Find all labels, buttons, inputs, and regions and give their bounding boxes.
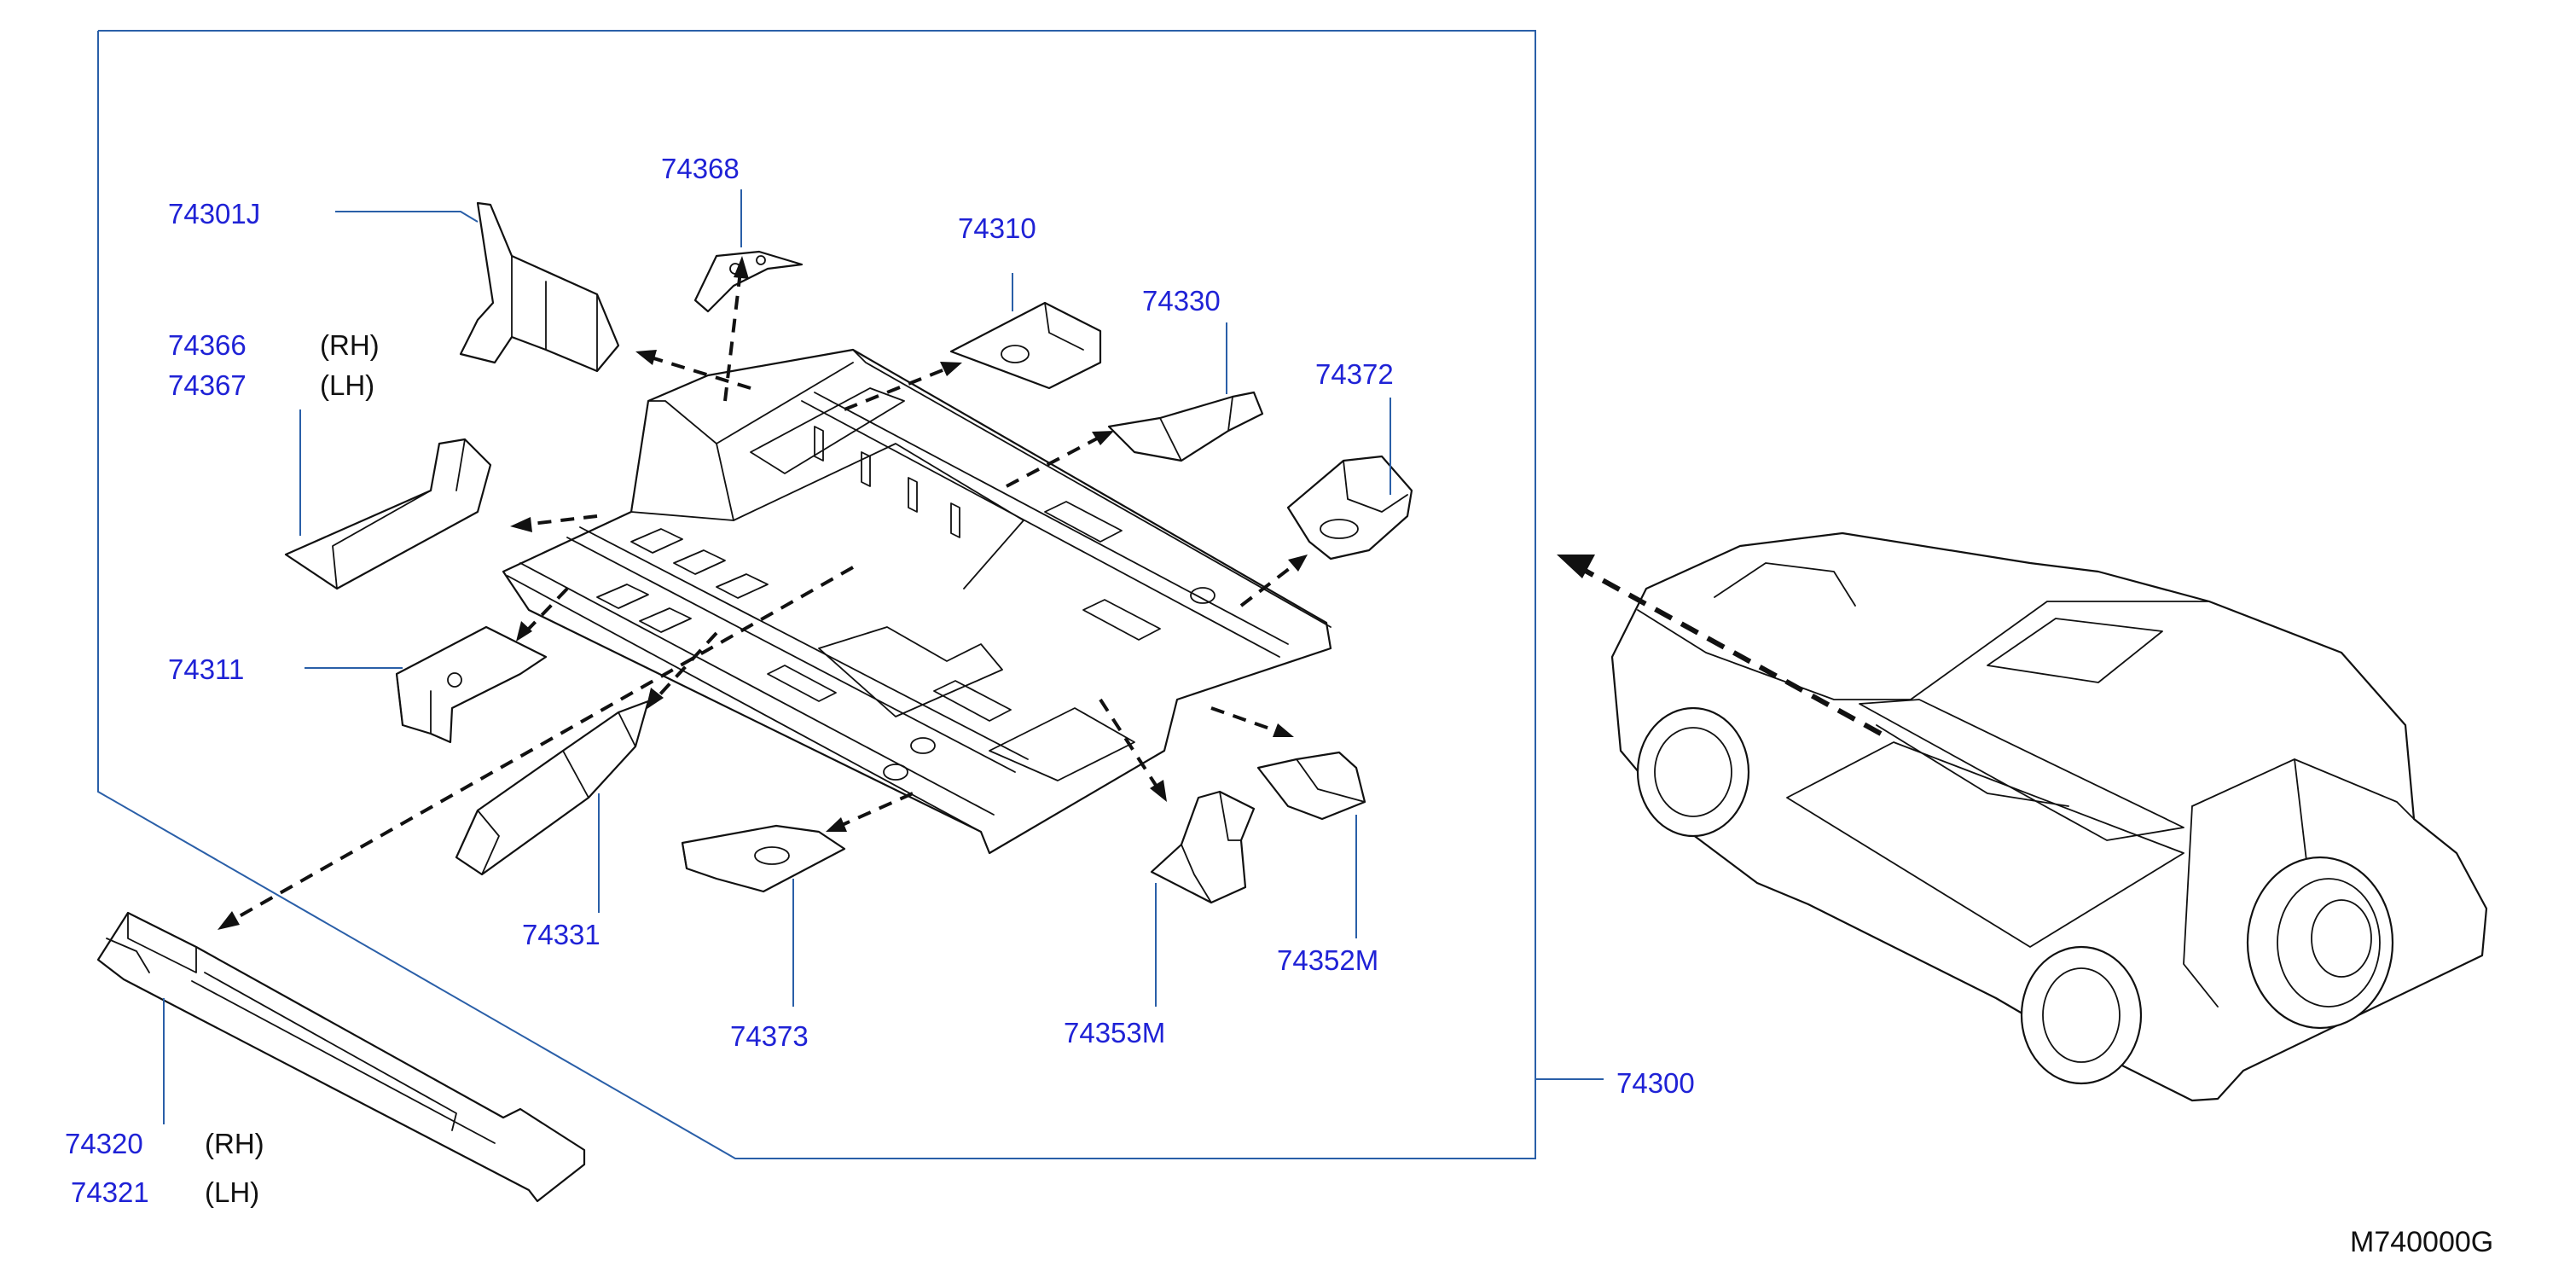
label-74373[interactable]: 74373 xyxy=(730,1020,809,1052)
label-74367[interactable]: 74367 xyxy=(168,369,247,401)
label-74311[interactable]: 74311 xyxy=(168,653,244,685)
side-74367: (LH) xyxy=(320,369,374,401)
part-74311-drawing xyxy=(395,625,548,744)
rear-floor-panel-drawing xyxy=(502,348,1332,855)
diagram-code: M740000G xyxy=(2350,1226,2493,1258)
part-74366-drawing xyxy=(284,438,492,590)
part-74330-drawing xyxy=(1107,391,1264,462)
side-74320: (RH) xyxy=(205,1128,264,1159)
label-74372[interactable]: 74372 xyxy=(1315,358,1394,390)
label-74331[interactable]: 74331 xyxy=(522,919,600,950)
part-74320-drawing xyxy=(96,911,586,1203)
part-74372-drawing xyxy=(1286,455,1413,560)
part-74331-drawing xyxy=(455,700,650,876)
part-74301J-drawing xyxy=(459,201,620,373)
part-74373-drawing xyxy=(681,824,846,893)
part-74310-drawing xyxy=(949,301,1102,390)
part-74368-drawing xyxy=(693,250,804,313)
side-74321: (LH) xyxy=(205,1176,259,1208)
label-74366[interactable]: 74366 xyxy=(168,329,247,361)
label-74368[interactable]: 74368 xyxy=(661,153,740,184)
label-74320[interactable]: 74320 xyxy=(65,1128,143,1159)
label-74300[interactable]: 74300 xyxy=(1616,1067,1695,1099)
part-74353M-drawing xyxy=(1150,790,1256,904)
leader-lines xyxy=(163,189,1604,1124)
assembly-boundary xyxy=(97,30,1536,1159)
label-74352M[interactable]: 74352M xyxy=(1277,944,1378,976)
label-74301J[interactable]: 74301J xyxy=(168,198,260,229)
explosion-arrows xyxy=(218,256,1883,930)
vehicle-illustration xyxy=(1610,531,2488,1102)
part-74352M-drawing xyxy=(1256,751,1366,821)
label-74321[interactable]: 74321 xyxy=(71,1176,149,1208)
label-74310[interactable]: 74310 xyxy=(958,212,1036,244)
side-74366: (RH) xyxy=(320,329,380,361)
label-74353M[interactable]: 74353M xyxy=(1064,1017,1165,1048)
label-74330[interactable]: 74330 xyxy=(1142,285,1221,316)
